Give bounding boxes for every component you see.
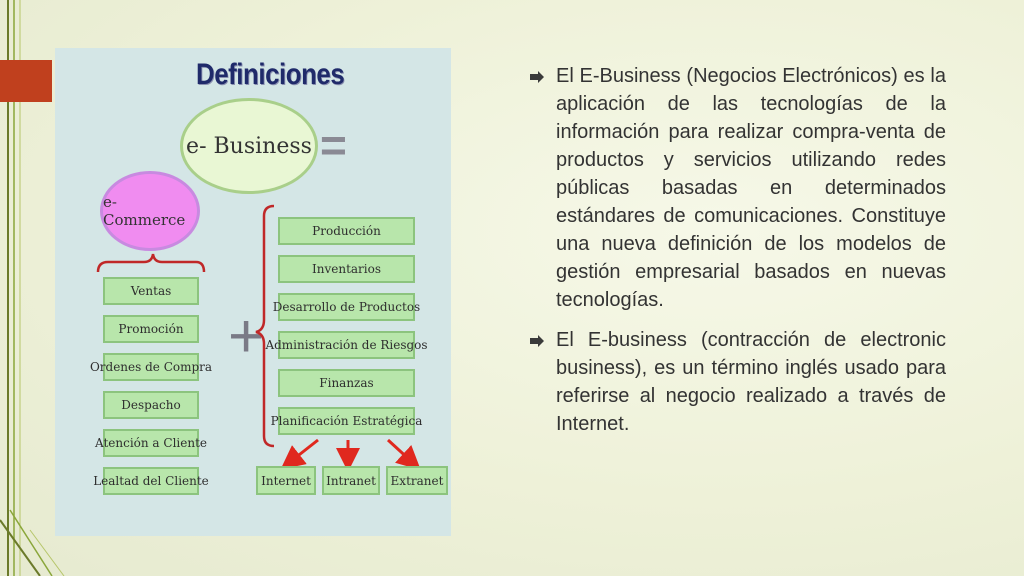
ecommerce-item-lealtad: Lealtad del Cliente [93,467,209,495]
business-item-produccion: Producción [278,217,415,245]
bullet-arrow-icon [530,71,544,83]
bullet-text: El E-Business (Negocios Electrónicos) es… [556,65,946,311]
ecommerce-ellipse: e- Commerce [100,171,200,251]
business-item-administracion: Administración de Riesgos [265,331,428,359]
plus-sign: + [228,302,265,371]
business-item-finanzas: Finanzas [278,369,415,397]
bullet-arrow-icon [530,335,544,347]
ecommerce-item-ordenes: Ordenes de Compra [90,353,212,381]
accent-tab [0,60,52,102]
business-item-inventarios: Inventarios [278,255,415,283]
ebusiness-ellipse: e- Business [180,98,318,194]
ecommerce-item-ventas: Ventas [103,277,199,305]
ecommerce-item-atencion: Atención a Cliente [95,429,207,457]
network-item-intranet: Intranet [322,466,380,495]
bullet-text: El E-business (contracción de electronic… [556,329,946,435]
bullet-item: El E-Business (Negocios Electrónicos) es… [530,62,946,314]
diagram-title: Definiciones [196,58,345,91]
business-item-desarrollo: Desarrollo de Productos [273,293,420,321]
bullet-item: El E-business (contracción de electronic… [530,326,946,438]
business-item-planificacion: Planificación Estratégica [271,407,422,435]
network-item-extranet: Extranet [386,466,448,495]
equals-sign: = [320,119,347,171]
bullet-list: El E-Business (Negocios Electrónicos) es… [530,62,946,450]
ecommerce-item-promocion: Promoción [103,315,199,343]
ecommerce-item-despacho: Despacho [103,391,199,419]
network-item-internet: Internet [256,466,316,495]
